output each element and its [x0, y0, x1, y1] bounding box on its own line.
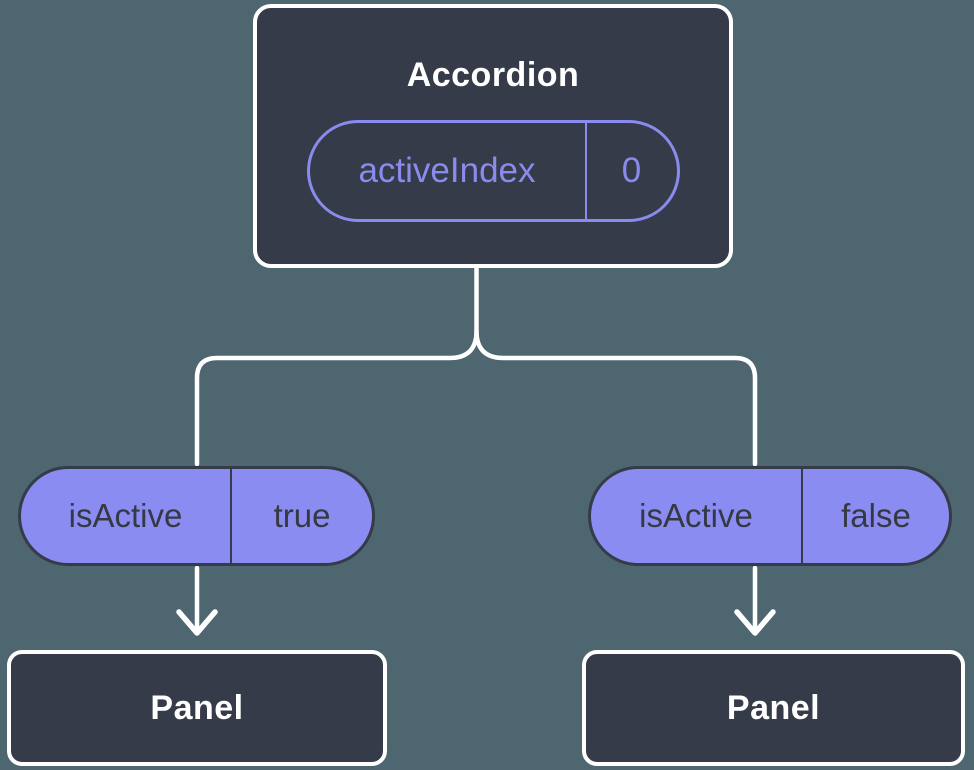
arrow-right-head	[734, 609, 776, 636]
component-node-panel-right: Panel	[582, 650, 965, 766]
state-name: activeIndex	[310, 123, 587, 219]
prop-pill-left: isActive true	[18, 466, 375, 566]
component-node-panel-left: Panel	[7, 650, 387, 766]
state-pill: activeIndex 0	[306, 120, 680, 222]
connector-right-branch	[474, 328, 758, 467]
component-title: Panel	[726, 688, 821, 727]
prop-pill-right: isActive false	[588, 466, 952, 566]
component-title: Accordion	[406, 56, 580, 94]
prop-name: isActive	[21, 469, 232, 563]
prop-name: isActive	[591, 469, 803, 563]
component-title: Panel	[150, 688, 244, 727]
prop-value: true	[273, 497, 331, 534]
component-node-accordion: Accordion activeIndex 0	[253, 4, 733, 268]
connector-left-branch	[194, 261, 479, 467]
state-value: 0	[621, 151, 642, 190]
arrow-left-head	[176, 609, 218, 636]
prop-value: false	[841, 497, 911, 534]
